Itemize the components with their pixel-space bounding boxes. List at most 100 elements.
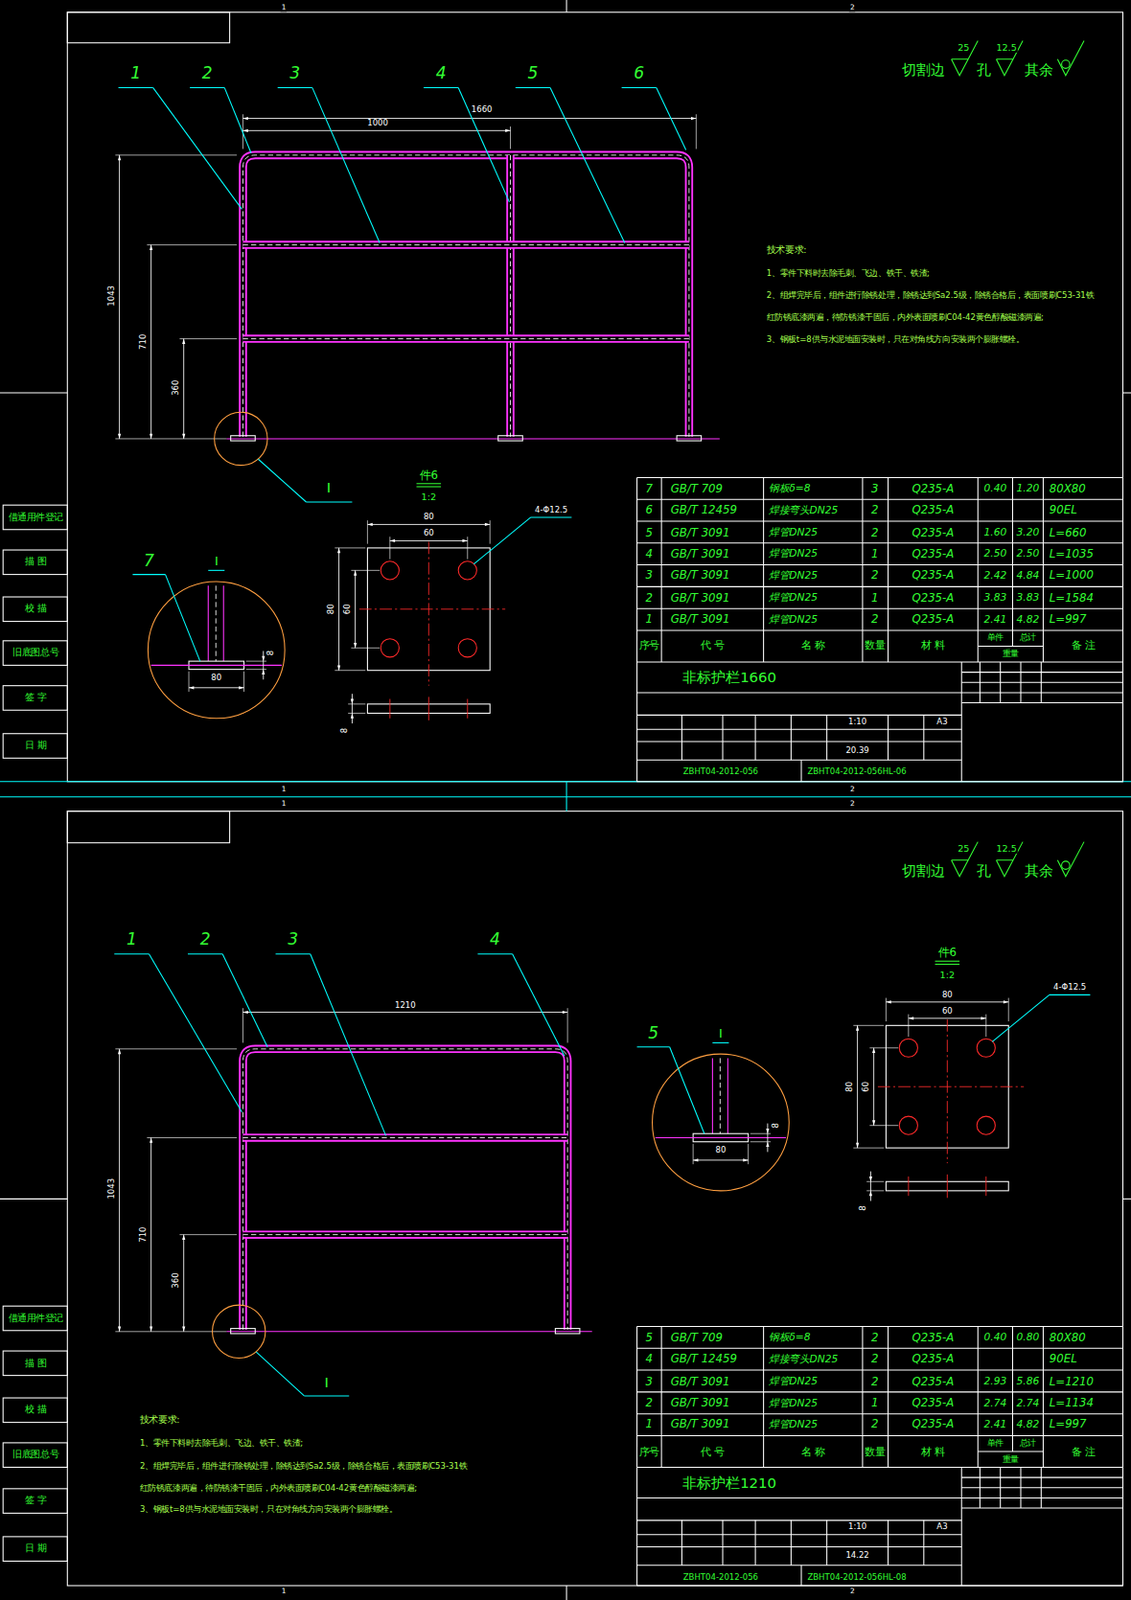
extension-line — [115, 154, 237, 156]
table-line — [637, 520, 1124, 522]
dimension-arrow — [367, 523, 372, 527]
title-block-text: ZBHT04-2012-056HL-08 — [806, 1573, 907, 1583]
title-block-text: A3 — [935, 718, 948, 728]
base-plate — [554, 1329, 580, 1335]
title-block-text: 1:10 — [847, 718, 868, 728]
dimension-line — [367, 524, 490, 526]
dimension-arrow — [908, 1016, 914, 1020]
dimension-arrow — [855, 1025, 859, 1031]
table-header: 名 称 — [800, 1447, 827, 1458]
revision-strip-text: 旧底图总号 — [11, 1451, 60, 1461]
table-cell: 2 — [870, 570, 880, 582]
extension-line — [179, 338, 237, 340]
title-block-text: A3 — [935, 1523, 948, 1533]
pipe-inner — [242, 242, 689, 248]
extension-line — [866, 1190, 884, 1192]
table-header: 数量 — [863, 1447, 886, 1458]
table-cell: 2.41 — [982, 1420, 1008, 1432]
extension-line — [907, 1015, 909, 1038]
dimension-arrow — [117, 155, 121, 161]
base-plate — [498, 436, 524, 441]
title-block-line — [636, 662, 638, 783]
table-line — [1122, 477, 1124, 663]
ground-line — [226, 1331, 592, 1333]
view-title-underline — [416, 483, 442, 485]
table-cell: 4.82 — [1015, 1420, 1041, 1432]
dimension-arrow — [350, 713, 354, 718]
pipe-wall — [223, 585, 225, 662]
roughness-symbol — [951, 842, 979, 878]
roughness-symbol — [1061, 60, 1071, 70]
table-line — [637, 542, 1124, 544]
revision-strip-text: 签 字 — [23, 1497, 47, 1507]
dimension-arrow — [149, 1327, 153, 1333]
table-cell: 1 — [870, 548, 880, 560]
pipe-inner — [507, 155, 513, 438]
table-cell: 4 — [645, 1354, 655, 1366]
dimension-arrow — [261, 669, 265, 675]
dimension-arrow — [742, 1158, 748, 1162]
table-cell: L=1035 — [1048, 548, 1095, 560]
revision-strip-text: 借通用件登记 — [6, 512, 65, 523]
extension-line — [885, 998, 887, 1022]
dimension-arrow — [238, 686, 244, 690]
table-line — [977, 1451, 1043, 1453]
table-cell: 80X80 — [1048, 1332, 1087, 1344]
pipe-outline — [242, 1133, 568, 1143]
table-cell: GB/T 3091 — [669, 1419, 732, 1432]
table-header: 总计 — [1018, 1439, 1038, 1449]
table-cell: GB/T 3091 — [669, 1376, 732, 1388]
callout-number: 2 — [199, 931, 212, 948]
leader-line — [306, 501, 353, 503]
table-cell: 2.41 — [982, 614, 1008, 625]
title-block-line — [755, 1521, 757, 1567]
table-line — [637, 564, 1124, 566]
dimension-text: 8 — [341, 727, 350, 736]
dimension-text: 80 — [846, 1081, 855, 1094]
dimension-text: 1660 — [470, 106, 494, 116]
dimension-text: 60 — [941, 1007, 954, 1016]
title-block-text: ZBHT04-2012-056 — [682, 1573, 760, 1583]
revision-strip-cell — [2, 1537, 68, 1563]
center-mark — [1123, 392, 1131, 393]
leader-line — [992, 994, 1050, 1042]
leader-line — [222, 954, 268, 1048]
table-cell: Q235-A — [910, 1354, 955, 1366]
table-cell: 2.42 — [982, 571, 1008, 582]
dimension-text: 80 — [422, 513, 436, 523]
view-title: 1:2 — [939, 970, 957, 981]
pipe-outline — [242, 240, 689, 250]
leader-line — [477, 953, 512, 955]
revision-strip-cell — [2, 597, 68, 623]
center-line — [946, 1019, 948, 1164]
title-block-line — [961, 702, 1123, 704]
table-line — [1122, 1327, 1124, 1469]
extension-line — [188, 671, 190, 693]
revision-strip-cell — [2, 505, 68, 531]
leader-line — [189, 87, 225, 89]
dimension-text: 60 — [422, 530, 436, 539]
bolt-hole — [458, 639, 477, 658]
dimension-arrow — [182, 1235, 185, 1241]
dimension-arrow — [117, 1327, 121, 1333]
extension-line — [747, 1144, 749, 1165]
center-line — [389, 699, 391, 719]
view-title-underline — [935, 964, 961, 966]
revision-strip-text: 描 图 — [23, 557, 47, 568]
title-block-line — [637, 781, 1124, 783]
table-cell: 钢板δ=8 — [767, 1333, 812, 1344]
pipe-inner — [242, 1135, 568, 1141]
pipe-centerline — [242, 1234, 568, 1236]
center-line — [466, 699, 468, 719]
table-cell: Q235-A — [910, 505, 955, 517]
table-line — [636, 477, 638, 663]
leader-line — [550, 88, 625, 244]
view-title: 件6 — [937, 947, 958, 960]
revision-strip-cell — [2, 550, 68, 576]
leader-line — [277, 87, 313, 89]
dimension-line — [262, 650, 264, 680]
title-block-line — [887, 1521, 889, 1567]
table-header: 名 称 — [800, 641, 827, 652]
table-cell: 1 — [645, 1419, 655, 1432]
table-cell: 90EL — [1048, 1354, 1079, 1366]
